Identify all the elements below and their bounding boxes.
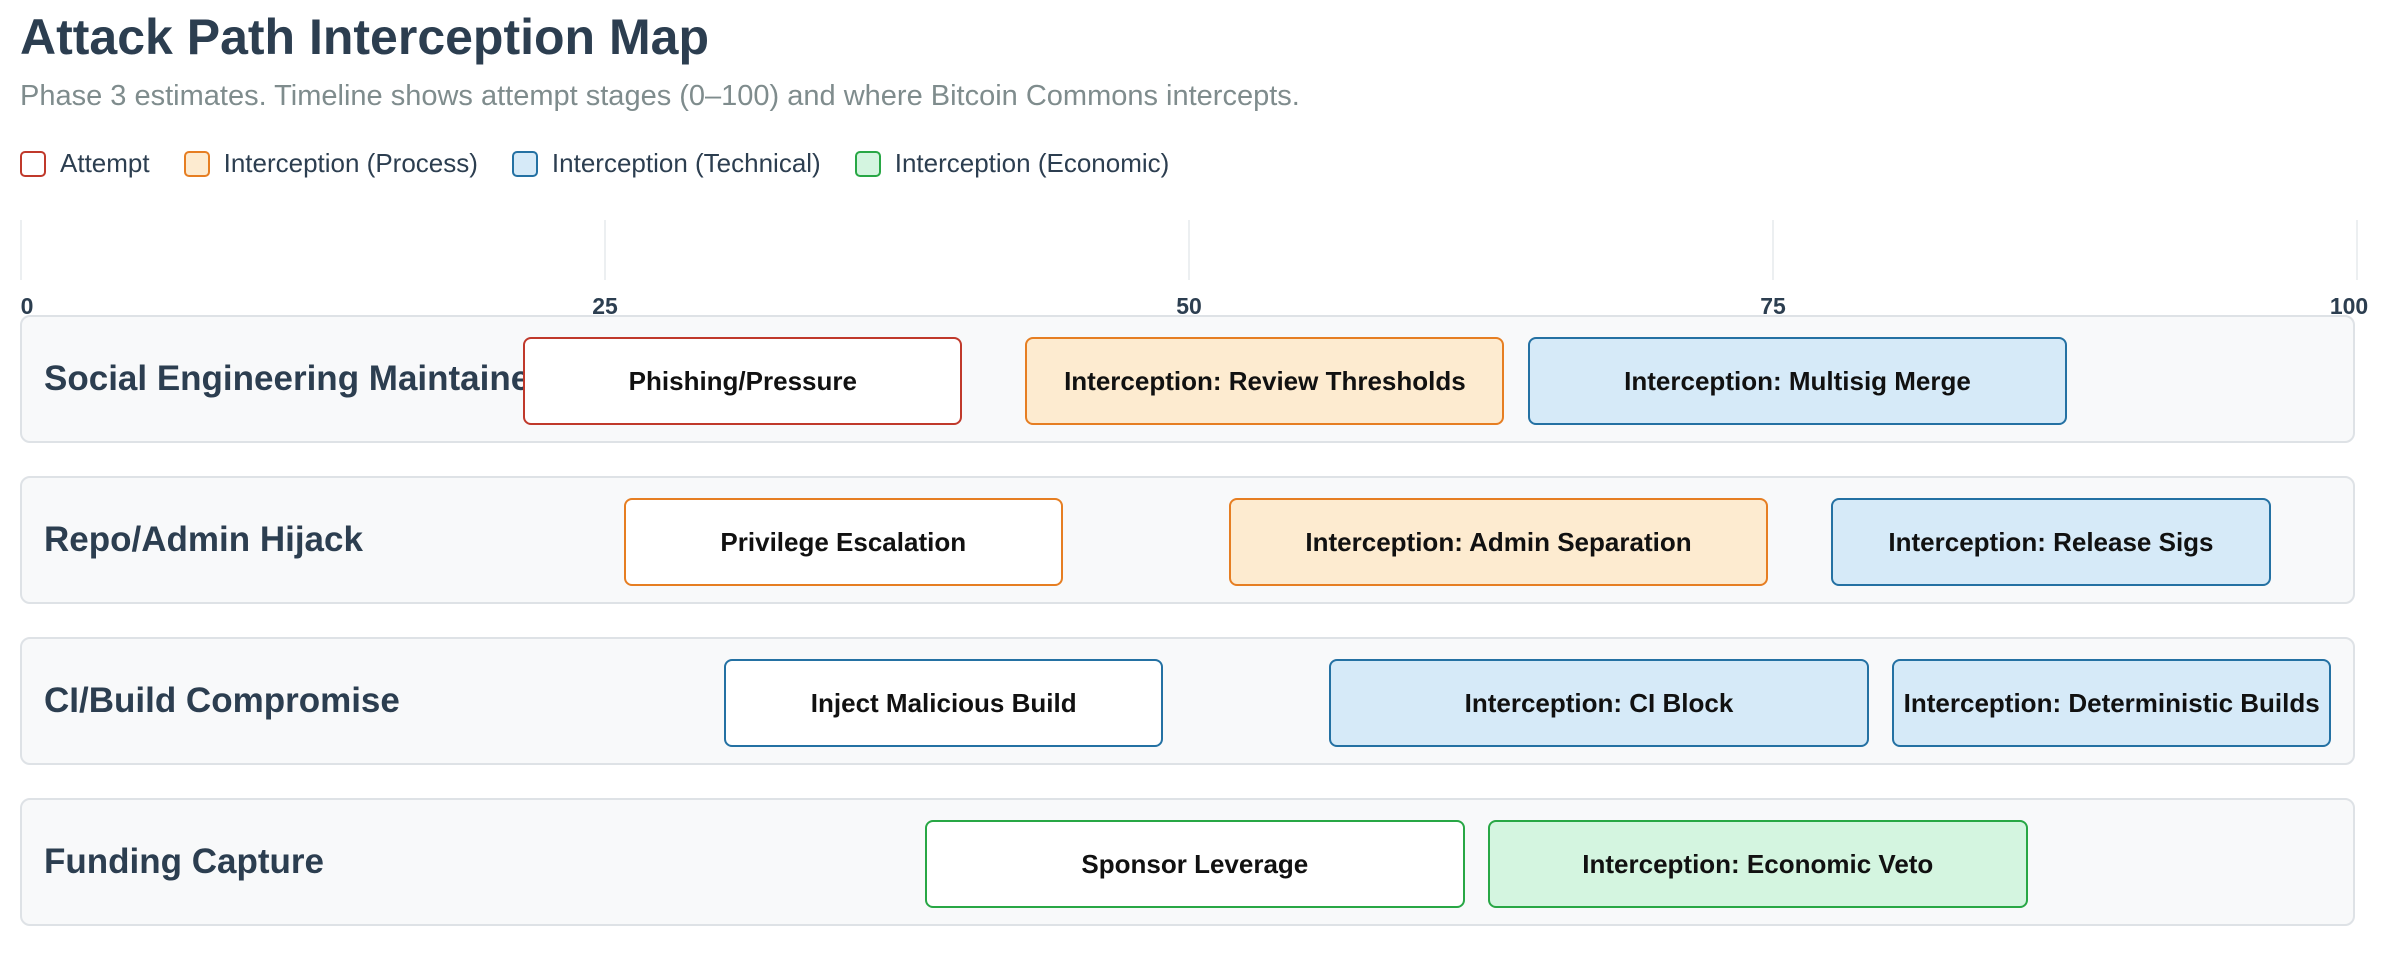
- interception-bar: Interception: CI Block: [1329, 659, 1869, 747]
- legend: Attempt Interception (Process) Interceptio…: [20, 148, 1203, 179]
- legend-item-economic: Interception (Economic): [854, 148, 1170, 179]
- interception-bar: Interception: Review Thresholds: [1025, 337, 1505, 425]
- legend-item-technical: Interception (Technical): [511, 148, 821, 179]
- attempt-bar: Privilege Escalation: [623, 498, 1063, 586]
- gridline: [604, 220, 606, 280]
- legend-label: Interception (Process): [223, 148, 478, 178]
- lane-label: CI/Build Compromise: [44, 681, 400, 720]
- x-tick-label: 25: [592, 293, 618, 319]
- gridline: [20, 220, 22, 280]
- lane-label: Social Engineering Maintainer: [44, 359, 544, 398]
- x-tick-label: 100: [2329, 293, 2369, 319]
- x-tick-label: 0: [20, 293, 34, 319]
- interception-bar: Interception: Release Sigs: [1831, 498, 2271, 586]
- interception-bar: Interception: Economic Veto: [1488, 820, 2028, 908]
- legend-label: Interception (Technical): [551, 148, 821, 178]
- legend-item-attempt: Attempt: [20, 148, 150, 179]
- legend-label: Interception (Economic): [894, 148, 1170, 178]
- attempt-bar: Sponsor Leverage: [925, 820, 1465, 908]
- x-tick-label: 75: [1760, 293, 1786, 319]
- interception-bar: Interception: Admin Separation: [1228, 498, 1769, 586]
- chart-title: Attack Path Interception Map: [20, 9, 709, 65]
- legend-swatch-attempt: [20, 150, 46, 177]
- gridline: [2356, 220, 2358, 280]
- interception-bar: Interception: Deterministic Builds: [1892, 659, 2332, 747]
- legend-label: Attempt: [60, 148, 150, 178]
- gridline: [1188, 220, 1190, 280]
- x-axis: 0 25 50 75 100: [0, 215, 2387, 320]
- attempt-bar: Inject Malicious Build: [724, 659, 1164, 747]
- lane-label: Funding Capture: [44, 842, 324, 881]
- legend-swatch-process: [183, 150, 210, 177]
- legend-swatch-economic: [854, 150, 881, 177]
- legend-item-process: Interception (Process): [183, 148, 478, 179]
- interception-bar: Interception: Multisig Merge: [1527, 337, 2068, 425]
- legend-swatch-technical: [511, 150, 538, 177]
- chart-subtitle: Phase 3 estimates. Timeline shows attemp…: [20, 80, 1300, 112]
- x-tick-label: 50: [1176, 293, 1202, 319]
- lane-label: Repo/Admin Hijack: [44, 520, 363, 559]
- gridline: [1772, 220, 1774, 280]
- attempt-bar: Phishing/Pressure: [523, 337, 963, 425]
